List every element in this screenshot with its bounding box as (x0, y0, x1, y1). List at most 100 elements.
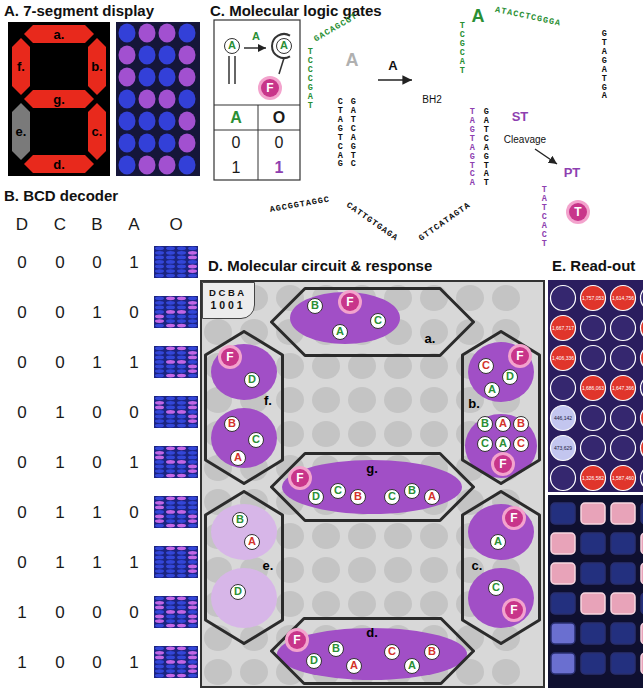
fluorophore-burst: F (221, 348, 239, 366)
table-cell: 0 (129, 404, 138, 421)
well-dot (166, 496, 175, 500)
active-well (468, 568, 534, 628)
well-dot (166, 656, 175, 660)
fluorophore-burst: F (505, 601, 523, 619)
well-dot (166, 669, 175, 673)
empty-well (348, 387, 376, 413)
readout-well (551, 346, 576, 371)
gate-input: B (404, 483, 420, 499)
well-dot (188, 419, 197, 423)
well-dot (155, 465, 164, 469)
well-dot (166, 506, 175, 510)
output-pattern (154, 346, 198, 378)
glowing-well (551, 653, 575, 674)
well-dot (119, 112, 136, 131)
well-dot (166, 615, 175, 619)
well-dot (155, 374, 164, 378)
empty-well (276, 557, 304, 583)
well-dot (188, 546, 197, 550)
gate-input: C (513, 436, 529, 452)
well-dot (188, 415, 197, 419)
fluorophore-burst: T (569, 203, 587, 221)
segment-outline (272, 289, 474, 356)
well-dot (155, 360, 164, 364)
gate-input: A (495, 416, 511, 432)
output-pattern (154, 396, 198, 428)
well-dot (155, 551, 164, 555)
table-cell: 0 (55, 604, 64, 621)
output-pattern (154, 246, 198, 278)
readout-value: 1,406,336 (552, 356, 574, 361)
annotation: A (252, 31, 260, 42)
well-dot (166, 469, 175, 473)
well-dot (188, 360, 197, 364)
segment-letter: f. (17, 60, 25, 73)
inset-box (214, 20, 300, 180)
active-well (290, 292, 400, 344)
table-cell: 0 (129, 304, 138, 321)
well-dot (155, 415, 164, 419)
well-dot (155, 519, 164, 523)
table-cell: 1 (129, 554, 138, 571)
well-dot (166, 674, 175, 678)
well-dot (188, 365, 197, 369)
readout-well (581, 316, 606, 341)
readout-well (641, 436, 643, 461)
well-dot (177, 506, 186, 510)
well-dot (119, 156, 136, 175)
readout-value: 473,629 (554, 446, 572, 451)
circuit-panel: D. Molecular circuit & responseD C B A1 … (200, 280, 545, 688)
table-cell: 0 (17, 504, 26, 521)
readout-value: 1,686,063 (582, 386, 604, 391)
well-dot (155, 356, 164, 360)
empty-well (420, 387, 448, 413)
output-pattern (154, 296, 198, 328)
well-dot (166, 551, 175, 555)
well-dot (177, 424, 186, 428)
well-dot (159, 156, 176, 175)
well-dot (188, 674, 197, 678)
well-dot (139, 46, 156, 65)
readout-plate (548, 280, 643, 492)
well-dot (166, 524, 175, 528)
annotation: PT (564, 166, 581, 179)
readout-value: 1,647,366 (612, 386, 634, 391)
well-dot (155, 306, 164, 310)
well-dot (166, 419, 175, 423)
gate-input: A (495, 436, 511, 452)
inactive-well (211, 504, 277, 560)
dna-sequence: GATCAGTAT (482, 108, 491, 188)
well-dot (188, 646, 197, 650)
well-dot (177, 451, 186, 455)
well-dot (166, 360, 175, 364)
well-dot (188, 656, 197, 660)
dna-sequence: TCCCGAT (306, 48, 315, 110)
table-cell: 1 (129, 654, 138, 671)
well-dot (166, 651, 175, 655)
hairpin-stem (279, 58, 284, 74)
empty-well (348, 557, 376, 583)
panel-title: A. 7-segment display (4, 3, 154, 18)
hairpin-stem (234, 56, 236, 84)
annotation: BH2 (422, 95, 441, 105)
table-line (258, 105, 259, 180)
glowing-well (641, 653, 643, 674)
empty-well (276, 387, 304, 413)
well-dot (177, 324, 186, 328)
well-dot (119, 46, 136, 65)
well-dot (155, 660, 164, 664)
empty-well (420, 557, 448, 583)
well-dot (166, 465, 175, 469)
dna-sequence: TAGTAGTCA (468, 108, 477, 188)
empty-well (420, 523, 448, 549)
well-dot (166, 456, 175, 460)
well-dot (188, 351, 197, 355)
well-dot (166, 601, 175, 605)
well-dot (159, 112, 176, 131)
well-dot (188, 274, 197, 278)
well-dot (177, 601, 186, 605)
well-dot (177, 569, 186, 573)
gate-input: D (308, 489, 324, 505)
well-dot (166, 501, 175, 505)
well-dot (139, 90, 156, 109)
